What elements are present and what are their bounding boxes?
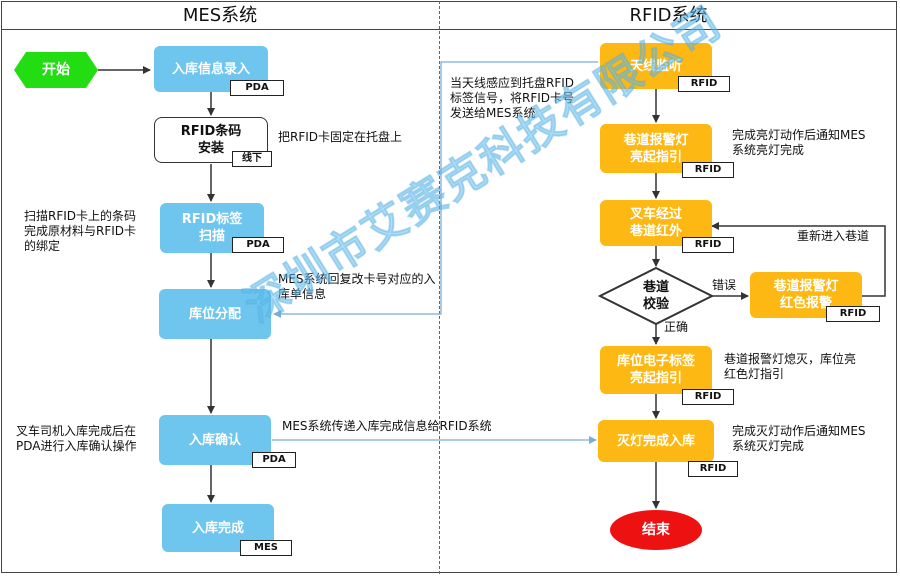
note-mes-reply: MES系统回复改卡号对应的入 库单信息	[278, 272, 436, 301]
start-node-shape	[14, 52, 98, 88]
lights-off-done-tag: RFID	[688, 461, 738, 477]
note-forklift-confirm: 叉车司机入库完成后在 PDA进行入库确认操作	[16, 424, 137, 453]
note-mes-send: MES系统传递入库完成信息给RFID系统	[282, 419, 492, 433]
aisle-red-alarm-tag: RFID	[826, 306, 880, 322]
entry-done-tag: MES	[240, 540, 292, 556]
note-fix-tag: 把RFID卡固定在托盘上	[278, 130, 403, 144]
location-label-lit-node: 库位电子标签 亮起指引	[600, 346, 712, 394]
note-error: 错误	[712, 278, 737, 292]
lane-title-mes: MES系统	[182, 5, 258, 26]
entry-confirm-tag: PDA	[252, 452, 296, 468]
note-scan-bind: 扫描RFID卡上的条码 完成原材料与RFID卡 的绑定	[24, 209, 137, 253]
note-antenna-sense: 当天线感应到托盘RFID 标签信号，将RFID卡号 发送给MES系统	[450, 76, 575, 120]
lane-divider	[439, 1, 440, 574]
end-node-shape	[610, 510, 702, 550]
forklift-pass-node: 叉车经过 巷道红外	[600, 200, 712, 246]
rfid-scan-node: RFID标签 扫描	[160, 203, 264, 253]
lane-title-rfid: RFID系统	[629, 5, 708, 26]
arrow-red-alarm-loop	[711, 222, 886, 297]
entry-info-tag: PDA	[230, 80, 284, 96]
note-alarm-off: 巷道报警灯熄灭，库位亮 红色灯指引	[724, 352, 857, 381]
rfid-install-tag: 线下	[232, 151, 272, 167]
header-divider	[1, 29, 897, 30]
note-reenter: 重新进入巷道	[797, 229, 870, 243]
start-node: 开始	[42, 61, 70, 78]
aisle-alarm-lit-tag: RFID	[682, 162, 734, 178]
rfid-scan-tag: PDA	[232, 237, 284, 253]
antenna-monitor-tag: RFID	[678, 76, 730, 92]
note-notify-light: 完成亮灯动作后通知MES 系统亮灯完成	[732, 128, 866, 157]
note-notify-off: 完成灭灯动作后通知MES 系统灭灯完成	[732, 424, 866, 453]
location-label-lit-tag: RFID	[682, 389, 734, 405]
note-correct: 正确	[664, 320, 689, 334]
lights-off-done-node: 灭灯完成入库	[598, 420, 714, 462]
aisle-check-node: 巷道 校验	[642, 280, 669, 312]
end-node: 结束	[642, 521, 670, 538]
location-assign-node: 库位分配	[159, 289, 271, 339]
link-antenna-to-location	[273, 61, 598, 318]
forklift-pass-tag: RFID	[682, 237, 734, 253]
